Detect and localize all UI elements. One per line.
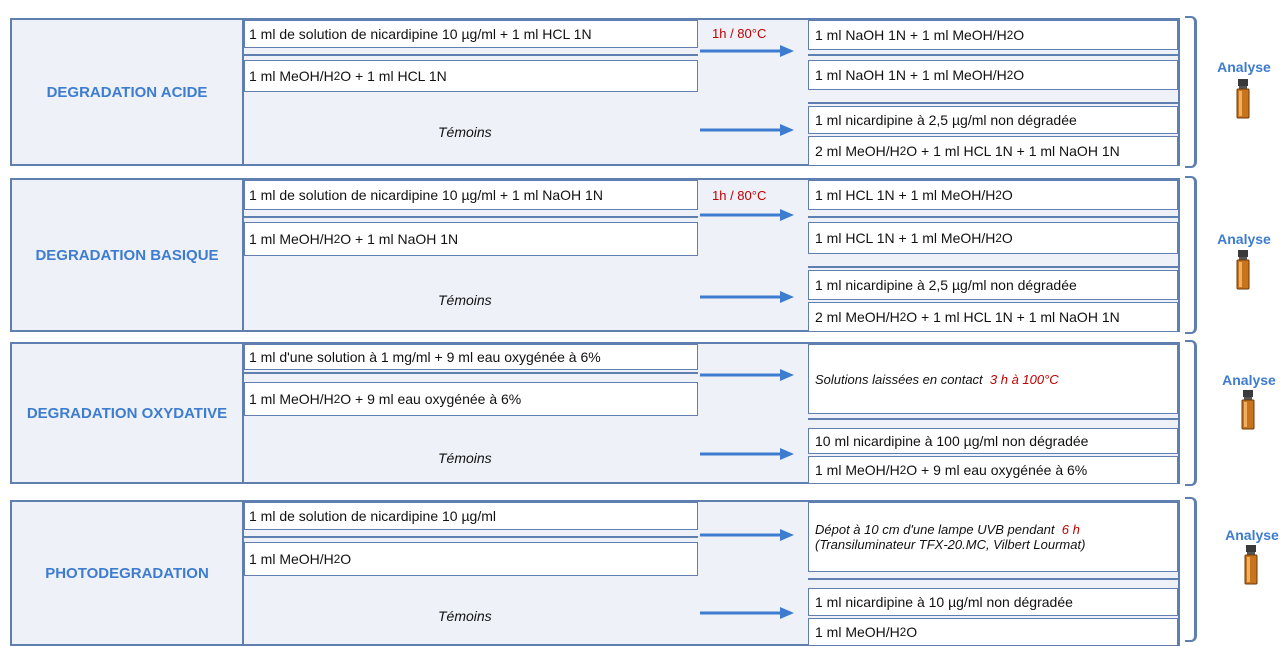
section-label: DEGRADATION BASIQUE: [12, 180, 244, 330]
arrow-right-icon: [700, 448, 794, 460]
input-sample: 1 ml de solution de nicardipine 10 µg/ml…: [244, 20, 698, 48]
control-sample: 1 ml nicardipine à 2,5 µg/ml non dégradé…: [808, 270, 1178, 300]
temoins-label: Témoins: [438, 124, 492, 140]
input-sample: 1 ml de solution de nicardipine 10 µg/ml: [244, 502, 698, 530]
temoins-label: Témoins: [438, 608, 492, 624]
control-sample: 10 ml nicardipine à 100 µg/ml non dégrad…: [808, 428, 1178, 454]
bracket: [1185, 16, 1197, 168]
analyse-label: Analyse: [1222, 372, 1276, 388]
temoins-label: Témoins: [438, 292, 492, 308]
arrow-right-icon: [700, 369, 794, 381]
temoins-label: Témoins: [438, 450, 492, 466]
input-sample: 1 ml d'une solution à 1 mg/ml + 9 ml eau…: [244, 344, 698, 370]
separator: [808, 54, 1178, 56]
bracket: [1185, 176, 1197, 334]
separator: [244, 372, 698, 374]
separator: [808, 418, 1178, 420]
arrow-right-icon: [700, 291, 794, 303]
analyse-label: Analyse: [1217, 231, 1271, 247]
arrow-right-icon: [700, 529, 794, 541]
oxidation-result: Solutions laissées en contact 3 h à 100°…: [808, 344, 1178, 414]
bracket: [1185, 340, 1197, 486]
vial-icon: [1244, 545, 1258, 585]
control-sample: 1 ml nicardipine à 10 µg/ml non dégradée: [808, 588, 1178, 616]
arrow-right-icon: [700, 209, 794, 221]
section-label: DEGRADATION ACIDE: [12, 20, 244, 164]
section-oxydative: DEGRADATION OXYDATIVE 1 ml d'une solutio…: [10, 342, 1180, 484]
arrow-right-icon: [700, 45, 794, 57]
section-label: DEGRADATION OXYDATIVE: [12, 344, 244, 482]
section-acide: DEGRADATION ACIDE 1 ml de solution de ni…: [10, 18, 1180, 166]
photo-result: Dépot à 10 cm d'une lampe UVB pendant 6 …: [808, 502, 1178, 572]
section-photodegradation: PHOTODEGRADATION 1 ml de solution de nic…: [10, 500, 1180, 646]
vial-icon: [1236, 79, 1250, 119]
input-sample: 1 ml de solution de nicardipine 10 µg/ml…: [244, 180, 698, 210]
arrow-right-icon: [700, 607, 794, 619]
separator: [808, 266, 1178, 268]
separator: [244, 216, 698, 218]
separator: [244, 54, 698, 56]
vial-icon: [1241, 390, 1255, 430]
separator: [808, 578, 1178, 580]
separator: [244, 536, 698, 538]
control-sample: 1 ml nicardipine à 2,5 µg/ml non dégradé…: [808, 106, 1178, 134]
analyse-label: Analyse: [1217, 59, 1271, 75]
arrow-right-icon: [700, 124, 794, 136]
section-basique: DEGRADATION BASIQUE 1 ml de solution de …: [10, 178, 1180, 332]
separator: [808, 102, 1178, 104]
bracket: [1185, 497, 1197, 642]
condition-label: 1h / 80°C: [712, 188, 767, 203]
vial-icon: [1236, 250, 1250, 290]
section-label: PHOTODEGRADATION: [12, 502, 244, 644]
analyse-label: Analyse: [1225, 527, 1279, 543]
separator: [808, 216, 1178, 218]
condition-label: 1h / 80°C: [712, 26, 767, 41]
